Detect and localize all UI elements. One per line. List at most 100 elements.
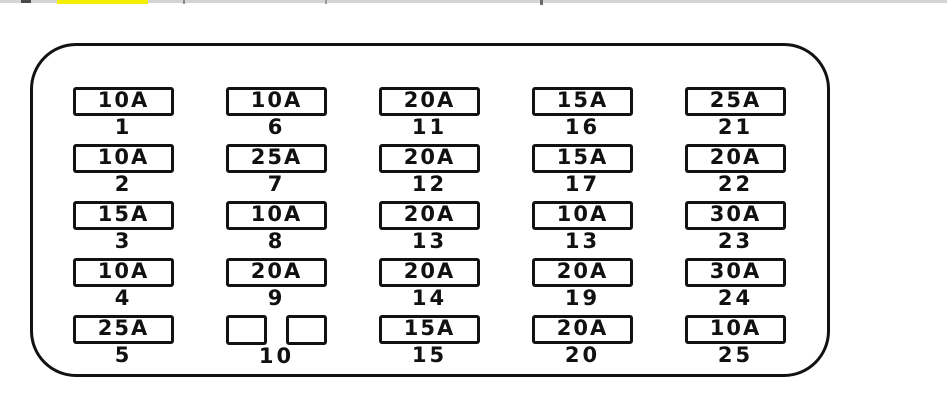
text-fragment-artifact bbox=[540, 0, 543, 5]
fuse-grid: 10A 1 10A 6 20A 11 15A 16 25A 21 bbox=[73, 87, 786, 368]
fuse-amp: 10A bbox=[556, 202, 609, 226]
fuse-number: 13 bbox=[564, 229, 601, 253]
fuse-box: 20A bbox=[379, 258, 480, 287]
fuse-number: 13 bbox=[411, 229, 448, 253]
fuse-box: 20A bbox=[379, 144, 480, 173]
fuse-box: 20A bbox=[226, 258, 327, 287]
fuse-cell-7: 25A 7 bbox=[226, 144, 327, 197]
fuse-number: 1 bbox=[114, 115, 133, 139]
fuse-number: 16 bbox=[564, 115, 601, 139]
fuse-number: 5 bbox=[114, 343, 133, 367]
fuse-amp: 30A bbox=[709, 259, 762, 283]
text-fragment-artifact bbox=[183, 0, 185, 4]
fuse-amp: 20A bbox=[403, 145, 456, 169]
fuse-box: 10A bbox=[73, 144, 174, 173]
fuse-cell-18: 10A 13 bbox=[532, 201, 633, 254]
fuse-cell-12: 20A 12 bbox=[379, 144, 480, 197]
fuse-number: 23 bbox=[717, 229, 754, 253]
fuse-number: 8 bbox=[267, 229, 286, 253]
fuse-number: 17 bbox=[564, 172, 601, 196]
empty-fuse-slot-pair bbox=[226, 315, 327, 345]
fuse-box: 10A bbox=[73, 258, 174, 287]
fuse-box: 15A bbox=[73, 201, 174, 230]
fuse-amp: 10A bbox=[97, 145, 150, 169]
fuse-number: 22 bbox=[717, 172, 754, 196]
fuse-amp: 20A bbox=[403, 259, 456, 283]
fuse-cell-4: 10A 4 bbox=[73, 258, 174, 311]
fuse-amp: 15A bbox=[97, 202, 150, 226]
fuse-amp: 20A bbox=[403, 202, 456, 226]
fuse-amp: 15A bbox=[556, 88, 609, 112]
fuse-number: 12 bbox=[411, 172, 448, 196]
fuse-number: 20 bbox=[564, 343, 601, 367]
fuse-number: 21 bbox=[717, 115, 754, 139]
fuse-cell-24: 30A 24 bbox=[685, 258, 786, 311]
fuse-amp: 15A bbox=[556, 145, 609, 169]
fuse-amp: 20A bbox=[556, 316, 609, 340]
fuse-cell-1: 10A 1 bbox=[73, 87, 174, 140]
fuse-amp: 20A bbox=[709, 145, 762, 169]
fuse-amp: 15A bbox=[403, 316, 456, 340]
fuse-number: 25 bbox=[717, 343, 754, 367]
fuse-box: 10A bbox=[685, 315, 786, 344]
fuse-number: 11 bbox=[411, 115, 448, 139]
fuse-amp: 20A bbox=[556, 259, 609, 283]
fuse-box: 25A bbox=[73, 315, 174, 344]
fuse-amp: 10A bbox=[97, 259, 150, 283]
fuse-cell-9: 20A 9 bbox=[226, 258, 327, 311]
fuse-box: 25A bbox=[685, 87, 786, 116]
fuse-cell-16: 15A 16 bbox=[532, 87, 633, 140]
fuse-cell-25: 10A 25 bbox=[685, 315, 786, 368]
empty-fuse-slot bbox=[286, 315, 327, 345]
fuse-number: 7 bbox=[267, 172, 286, 196]
fuse-amp: 30A bbox=[709, 202, 762, 226]
fuse-number: 6 bbox=[267, 115, 286, 139]
fuse-amp: 20A bbox=[250, 259, 303, 283]
fuse-number: 10 bbox=[258, 344, 295, 368]
fuse-box: 10A bbox=[226, 87, 327, 116]
fuse-number: 15 bbox=[411, 343, 448, 367]
fuse-cell-19: 20A 19 bbox=[532, 258, 633, 311]
fuse-amp: 10A bbox=[250, 202, 303, 226]
fuse-cell-6: 10A 6 bbox=[226, 87, 327, 140]
fuse-number: 9 bbox=[267, 286, 286, 310]
fuse-cell-14: 20A 14 bbox=[379, 258, 480, 311]
fuse-cell-2: 10A 2 bbox=[73, 144, 174, 197]
fuse-box: 30A bbox=[685, 258, 786, 287]
fuse-cell-3: 15A 3 bbox=[73, 201, 174, 254]
fuse-cell-22: 20A 22 bbox=[685, 144, 786, 197]
fuse-box: 15A bbox=[532, 144, 633, 173]
fuse-amp: 25A bbox=[250, 145, 303, 169]
fuse-box: 20A bbox=[685, 144, 786, 173]
fuse-box: 20A bbox=[532, 258, 633, 287]
fuse-amp: 25A bbox=[709, 88, 762, 112]
fuse-box: 20A bbox=[379, 87, 480, 116]
fuse-amp: 10A bbox=[97, 88, 150, 112]
yellow-highlight-mark bbox=[57, 0, 148, 4]
fuse-cell-10: 10 bbox=[226, 315, 327, 368]
fuse-amp: 20A bbox=[403, 88, 456, 112]
fuse-number: 4 bbox=[114, 286, 133, 310]
fuse-amp: 10A bbox=[709, 316, 762, 340]
fuse-number: 19 bbox=[564, 286, 601, 310]
fuse-box: 10A bbox=[226, 201, 327, 230]
fuse-box: 10A bbox=[532, 201, 633, 230]
fuse-number: 14 bbox=[411, 286, 448, 310]
fuse-box: 15A bbox=[532, 87, 633, 116]
fuse-cell-15: 15A 15 bbox=[379, 315, 480, 368]
fuse-amp: 10A bbox=[250, 88, 303, 112]
fuse-box: 10A bbox=[73, 87, 174, 116]
fuse-number: 3 bbox=[114, 229, 133, 253]
fuse-cell-21: 25A 21 bbox=[685, 87, 786, 140]
fuse-cell-23: 30A 23 bbox=[685, 201, 786, 254]
fuse-box: 15A bbox=[379, 315, 480, 344]
fuse-box: 20A bbox=[532, 315, 633, 344]
fuse-amp: 25A bbox=[97, 316, 150, 340]
text-fragment-artifact bbox=[21, 0, 31, 3]
fuse-box: 25A bbox=[226, 144, 327, 173]
fuse-cell-17: 15A 17 bbox=[532, 144, 633, 197]
fuse-cell-5: 25A 5 bbox=[73, 315, 174, 368]
fuse-number: 24 bbox=[717, 286, 754, 310]
fuse-cell-11: 20A 11 bbox=[379, 87, 480, 140]
fuse-box: 30A bbox=[685, 201, 786, 230]
